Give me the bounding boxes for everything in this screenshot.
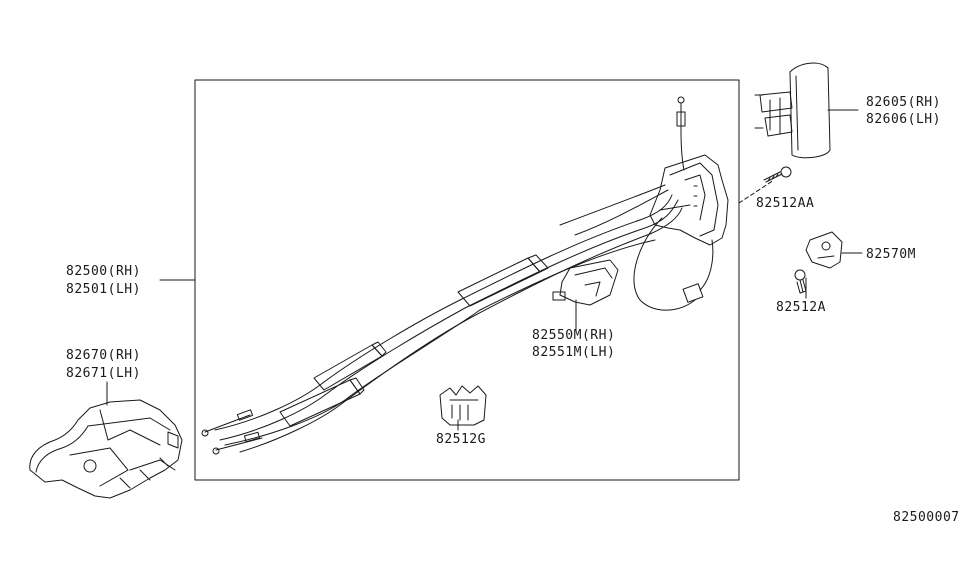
- label-82500-rh: 82500(RH): [66, 264, 141, 279]
- label-82570m: 82570M: [866, 247, 916, 262]
- screw-aa: [763, 166, 792, 183]
- label-82512g: 82512G: [436, 432, 486, 447]
- leader-82512AA: [738, 179, 775, 204]
- door-lock-body: [649, 154, 729, 246]
- label-82512a: 82512A: [776, 300, 826, 315]
- label-82606-lh: 82606(LH): [866, 112, 941, 127]
- striker: [805, 231, 843, 269]
- label-82550m-rh: 82550M(RH): [532, 328, 616, 343]
- rod-bracket: [552, 259, 619, 306]
- assembly-frame: [194, 79, 740, 481]
- label-82605-rh: 82605(RH): [866, 95, 941, 110]
- label-82670-rh: 82670(RH): [66, 348, 141, 363]
- cable-bundle: [214, 184, 683, 453]
- label-82551m-lh: 82551M(LH): [532, 345, 616, 360]
- clip: [439, 385, 487, 426]
- outside-handle: [754, 62, 831, 159]
- label-82512aa: 82512AA: [756, 196, 815, 211]
- cable-ends: [201, 409, 263, 455]
- label-82671-lh: 82671(LH): [66, 366, 141, 381]
- label-82501-lh: 82501(LH): [66, 282, 141, 297]
- upper-rod: [676, 96, 686, 171]
- cable-sleeves: [279, 254, 549, 427]
- loop-cable: [633, 217, 714, 311]
- screw-a: [794, 269, 807, 294]
- inside-handle: [29, 399, 183, 499]
- diagram-id: 82500007: [893, 510, 960, 525]
